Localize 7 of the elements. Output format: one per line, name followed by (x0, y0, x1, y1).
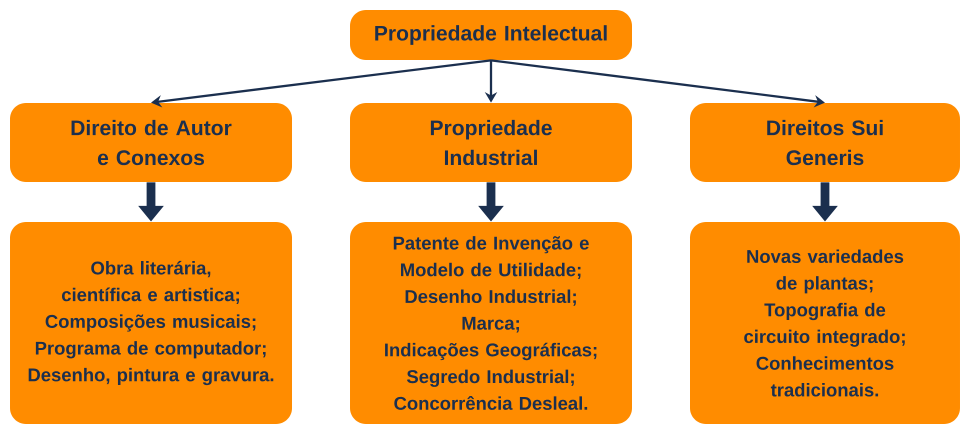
category-box: Direito de Autor e Conexos (10, 103, 292, 182)
category-box: Propriedade Industrial (350, 103, 632, 182)
list-box: Novas variedades de plantas; Topografia de circuito integrado; Conhecimentos tradicionais. (690, 222, 960, 424)
title-box: Propriedade Intelectual (350, 10, 632, 60)
list-box: Obra literária, científica e artistica; Composições musicais; Programa de computador; Desenho, pintura e gravura. (10, 222, 292, 424)
category-box: Direitos Sui Generis (690, 103, 960, 182)
list-box: Patente de Invenção e Modelo de Utilidade; Desenho Industrial; Marca; Indicações Geográficas; Segredo Industrial; Concorrência Desleal. (350, 222, 632, 424)
